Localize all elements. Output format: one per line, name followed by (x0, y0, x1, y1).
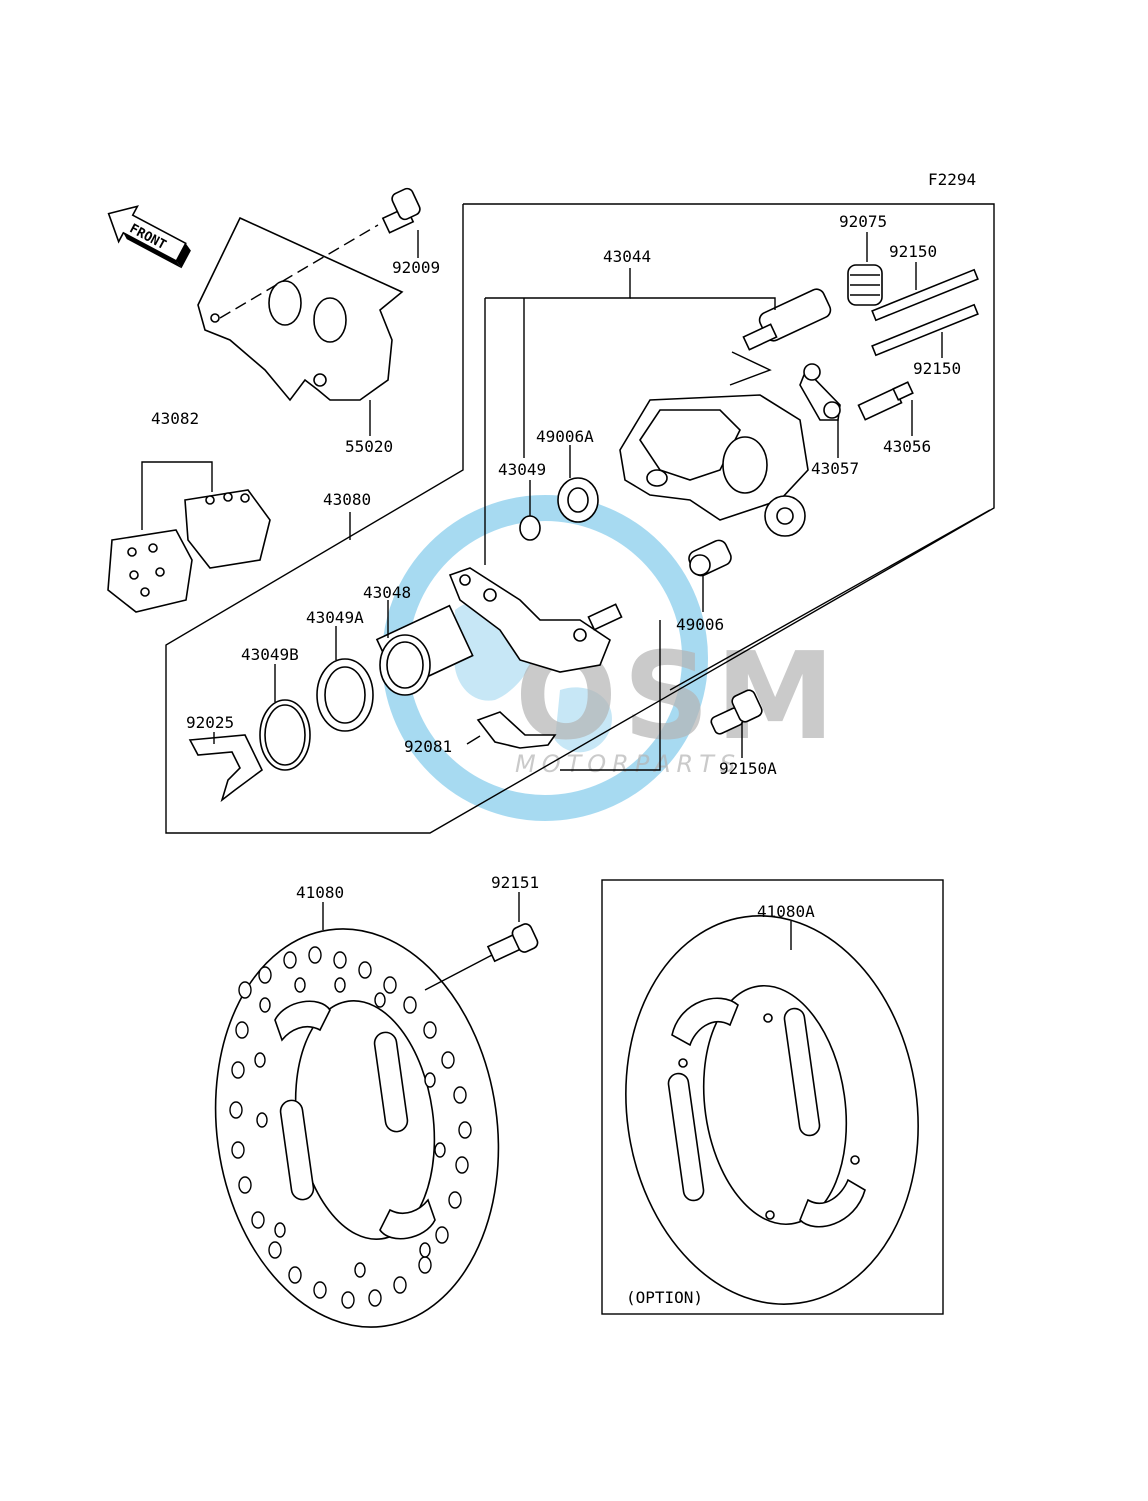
piston-43048 (375, 604, 474, 696)
bolt-92150A (710, 689, 763, 735)
label-43048: 43048 (363, 583, 411, 602)
label-option: (OPTION) (626, 1288, 703, 1307)
brake-disc-41080A (625, 915, 919, 1305)
label-43049A: 43049A (306, 608, 364, 627)
leader-lines (213, 230, 943, 950)
label-92009: 92009 (392, 258, 440, 277)
label-43044: 43044 (603, 247, 651, 266)
label-92025: 92025 (186, 713, 234, 732)
label-92151: 92151 (491, 873, 539, 892)
label-49006: 49006 (676, 615, 724, 634)
caliper-bracket (197, 216, 404, 402)
disc-holes (229, 946, 472, 1309)
option-box (601, 879, 944, 1315)
seal-43049A (316, 658, 374, 732)
spring-92081 (476, 711, 557, 749)
brake-pad-front (107, 529, 193, 613)
label-41080A: 41080A (757, 902, 815, 921)
label-41080: 41080 (296, 883, 344, 902)
slide-pin (742, 288, 832, 351)
label-43049B: 43049B (241, 645, 299, 664)
caliper-assembly-outline-2 (560, 620, 661, 771)
support-bracket (448, 567, 623, 673)
label-92075: 92075 (839, 212, 887, 231)
watermark-sub: MOTORPARTS (515, 750, 741, 778)
leader-pin (729, 351, 772, 386)
label-92150-top: 92150 (889, 242, 937, 261)
caliper-body (619, 394, 809, 537)
pin-92150-bottom (871, 303, 979, 357)
bolt-axis (219, 224, 379, 319)
bolt-49006 (688, 539, 732, 577)
leader-43082 (141, 461, 213, 530)
front-arrow-icon: FRONT (107, 205, 191, 269)
brake-disc-41080 (214, 928, 500, 1328)
seal-43049B (259, 699, 311, 771)
pin-92150-top (871, 268, 979, 322)
label-43056: 43056 (883, 437, 931, 456)
leader-92151-disc (424, 954, 493, 991)
brake-pad-rear (184, 489, 271, 569)
label-92081: 92081 (404, 737, 452, 756)
label-55020: 55020 (345, 437, 393, 456)
seal-49006A (557, 477, 599, 523)
label-43057: 43057 (811, 459, 859, 478)
label-43080: 43080 (323, 490, 371, 509)
bolt-92151 (486, 923, 539, 963)
label-43082: 43082 (151, 409, 199, 428)
label-49006A: 49006A (536, 427, 594, 446)
label-92150-bottom: 92150 (913, 359, 961, 378)
bleeder-valve (857, 381, 914, 421)
bolt-92009 (381, 187, 421, 234)
washer-43049 (519, 515, 541, 541)
clip-92025 (188, 734, 264, 803)
caliper-pin-43057 (799, 363, 841, 421)
part-labels: 92009 55020 43082 43080 43044 92075 9215… (151, 212, 961, 1307)
dust-boot-92075 (847, 264, 883, 306)
label-92150A: 92150A (719, 759, 777, 778)
leader (669, 509, 991, 691)
diagram-code: F2294 (928, 170, 976, 189)
label-43049: 43049 (498, 460, 546, 479)
caliper-group-box (165, 203, 995, 834)
